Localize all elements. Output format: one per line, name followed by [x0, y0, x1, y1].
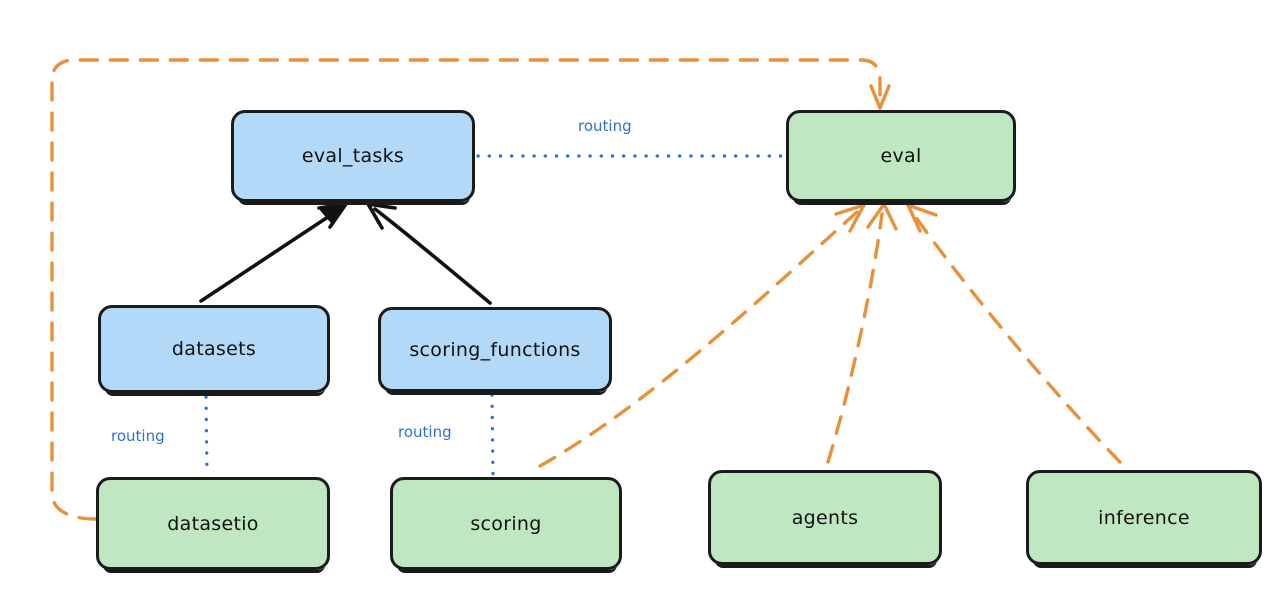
edge-label-routing-datasets: routing [111, 427, 165, 445]
node-label-eval-tasks: eval_tasks [301, 145, 405, 167]
node-eval-tasks[interactable]: eval_tasks [231, 110, 475, 205]
edge-label-routing-scoring-functions: routing [398, 423, 452, 441]
node-label-datasetio: datasetio [167, 512, 259, 535]
edge-datasets-to-eval-tasks [199, 202, 348, 303]
edge-eval-to-datasetio [50, 58, 891, 521]
edge-scoring-functions-to-eval-tasks [366, 202, 492, 305]
edge-label-routing-eval-tasks: routing [578, 117, 632, 135]
node-label-scoring: scoring [470, 512, 542, 535]
edge-scoring-functions-to-scoring [490, 393, 495, 476]
node-datasets[interactable]: datasets [98, 305, 330, 396]
node-label-inference: inference [1098, 506, 1190, 529]
node-scoring[interactable]: scoring [390, 477, 622, 573]
node-inference[interactable]: inference [1026, 470, 1262, 568]
node-datasetio[interactable]: datasetio [96, 477, 330, 573]
edge-scoring-to-eval [538, 203, 866, 468]
node-eval[interactable]: eval [786, 110, 1016, 205]
edge-datasets-to-datasetio [204, 395, 209, 476]
node-agents[interactable]: agents [708, 470, 942, 568]
edge-agents-to-eval [826, 202, 898, 464]
node-scoring-functions[interactable]: scoring_functions [378, 307, 612, 395]
node-label-agents: agents [791, 506, 859, 529]
node-label-eval: eval [880, 145, 922, 167]
node-label-scoring-functions: scoring_functions [409, 338, 581, 361]
node-label-datasets: datasets [171, 338, 257, 360]
edge-inference-to-eval [906, 203, 1122, 464]
